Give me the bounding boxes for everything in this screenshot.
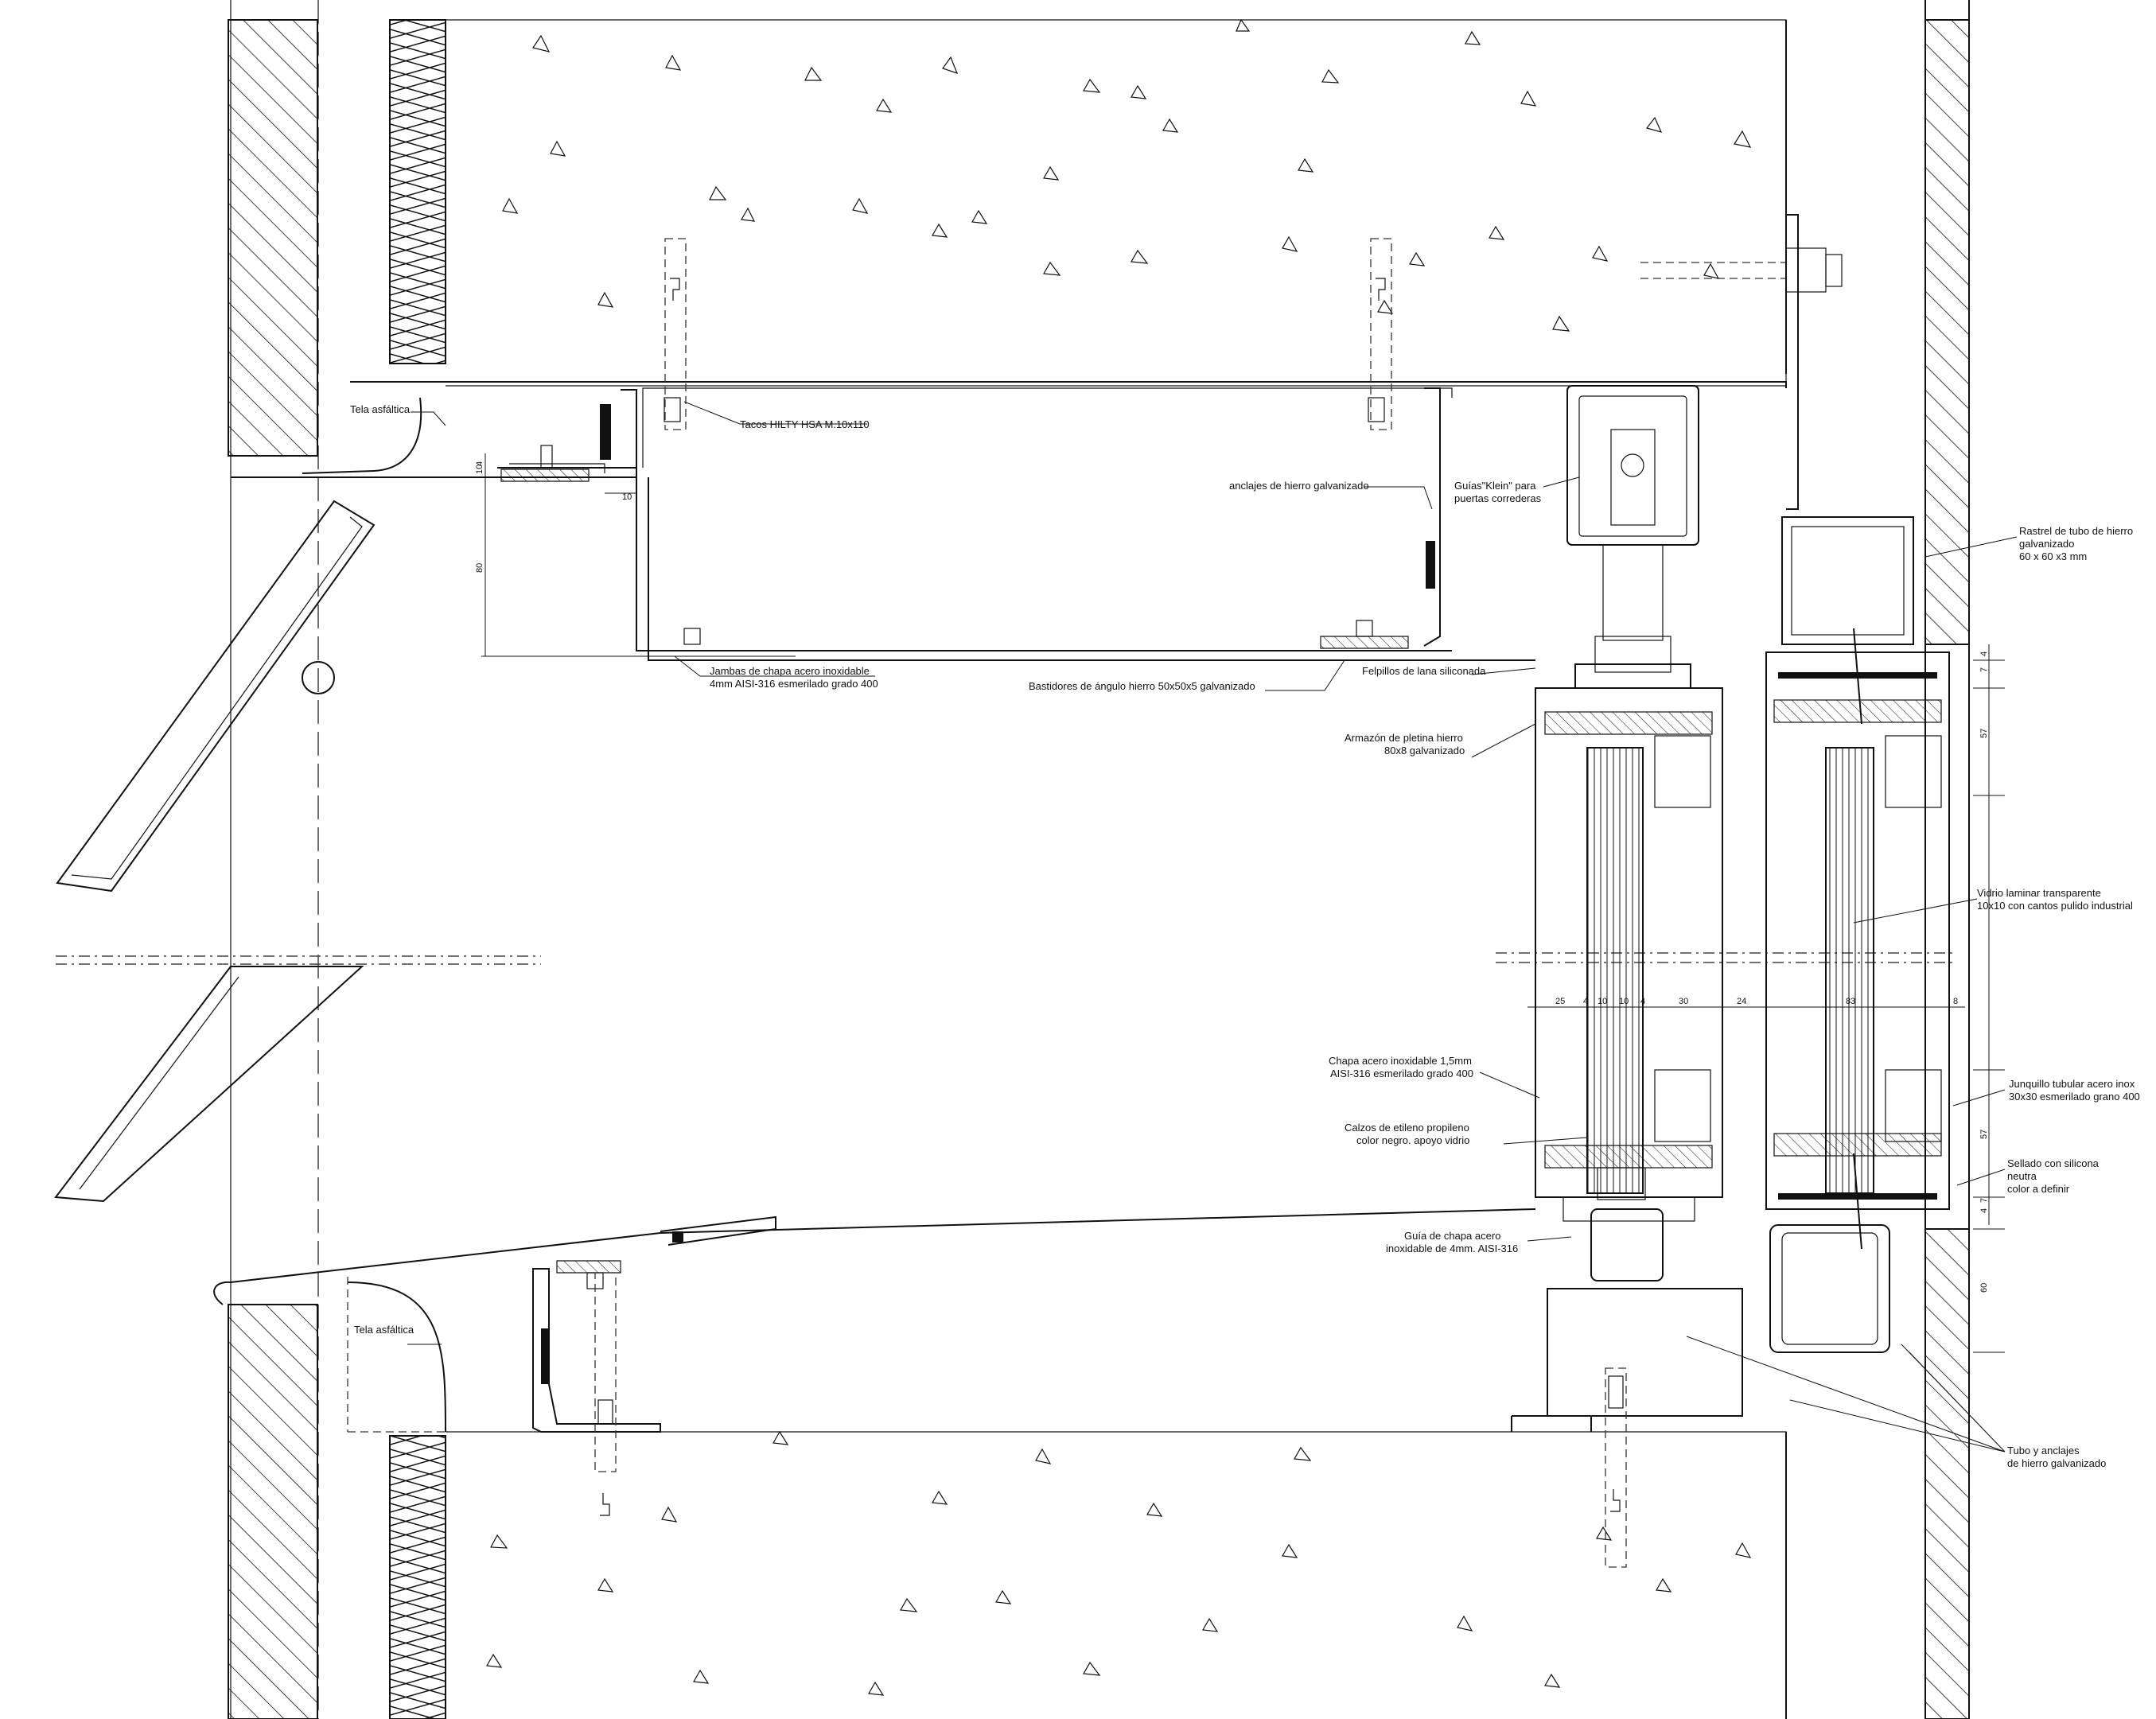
dim-4-right: 4 bbox=[1979, 651, 1989, 656]
label-vidrio-1: Vidrio laminar transparente bbox=[1977, 887, 2101, 899]
label-jambas-2: 4mm AISI-316 esmerilado grado 400 bbox=[710, 678, 878, 690]
label-rastrel-1: Rastrel de tubo de hierro bbox=[2019, 525, 2133, 537]
left-wall-lower bbox=[228, 1304, 446, 1719]
label-sellado-2: neutra bbox=[2007, 1170, 2037, 1182]
label-chapa-2: AISI-316 esmerilado grado 400 bbox=[1330, 1068, 1473, 1079]
label-junquillo-2: 30x30 esmerilado grano 400 bbox=[2009, 1091, 2140, 1103]
label-tubo-2: de hierro galvanizado bbox=[2007, 1457, 2106, 1469]
concrete-slab-top bbox=[446, 18, 1799, 510]
annotations: Tela asfáltica Tela asfáltica Tacos HILT… bbox=[350, 403, 2140, 1469]
rastrel-tube bbox=[1781, 516, 1914, 645]
label-armazon-2: 80x8 galvanizado bbox=[1384, 745, 1465, 756]
dim-10-a: 10 bbox=[1598, 997, 1607, 1006]
leader-lines bbox=[407, 401, 2018, 1453]
label-calzos-2: color negro. apoyo vidrio bbox=[1356, 1134, 1469, 1146]
label-armazon-1: Armazón de pletina hierro bbox=[1345, 732, 1463, 744]
label-bastidores: Bastidores de ángulo hierro 50x50x5 galv… bbox=[1029, 680, 1255, 692]
dim-80: 80 bbox=[475, 563, 485, 573]
label-anclajes: anclajes de hierro galvanizado bbox=[1229, 480, 1369, 492]
dim-7-bottom: 7 bbox=[1979, 1198, 1989, 1203]
dim-4-bottom: 4 bbox=[1979, 1208, 1989, 1213]
label-tubo-1: Tubo y anclajes bbox=[2007, 1445, 2080, 1456]
label-chapa-1: Chapa acero inoxidable 1,5mm bbox=[1329, 1055, 1472, 1067]
sliding-panel-left bbox=[1535, 687, 1723, 1281]
dim-60: 60 bbox=[1979, 1283, 1989, 1293]
left-wall-upper bbox=[228, 0, 446, 1719]
dim-57-bottom: 57 bbox=[1979, 1130, 1989, 1139]
top-jamb-assembly bbox=[231, 381, 1787, 661]
anchor-bolts-top bbox=[664, 238, 1843, 430]
label-guias-2: puertas correderas bbox=[1454, 492, 1542, 504]
dim-30: 30 bbox=[1679, 997, 1688, 1006]
right-wall bbox=[1924, 0, 1970, 1719]
label-junquillo-1: Junquillo tubular acero inox bbox=[2009, 1078, 2135, 1090]
label-calzos-1: Calzos de etileno propileno bbox=[1345, 1122, 1469, 1134]
sliding-track-top bbox=[1566, 385, 1699, 689]
label-sellado-1: Sellado con silicona bbox=[2007, 1157, 2100, 1169]
label-rastrel-2: galvanizado bbox=[2019, 538, 2074, 550]
sliding-panel-right bbox=[1765, 628, 1950, 1353]
dimension-text: 4 10 10 80 7 4 57 57 4 7 60 25 4 10 10 4… bbox=[475, 461, 1989, 1293]
dimension-lines bbox=[481, 453, 2005, 1353]
label-felpillos: Felpillos de lana siliconada bbox=[1362, 665, 1486, 677]
label-guia-chapa-1: Guía de chapa acero bbox=[1404, 1230, 1500, 1242]
label-sellado-3: color a definir bbox=[2007, 1183, 2070, 1195]
label-vidrio-2: 10x10 con cantos pulido industrial bbox=[1977, 900, 2133, 912]
dim-10-b: 10 bbox=[1619, 997, 1629, 1006]
label-tela-asfaltica-bottom: Tela asfáltica bbox=[354, 1324, 414, 1336]
label-tacos: Tacos HILTY HSA M.10x110 bbox=[740, 418, 870, 430]
dim-57-top: 57 bbox=[1979, 729, 1989, 738]
dim-25: 25 bbox=[1555, 997, 1565, 1006]
dim-8: 8 bbox=[1953, 997, 1958, 1006]
break-line bbox=[56, 952, 1957, 965]
swing-door-leaf-lower bbox=[54, 966, 364, 1203]
dim-10-horiz: 10 bbox=[622, 492, 632, 502]
label-tela-asfaltica-top: Tela asfáltica bbox=[350, 403, 411, 415]
label-guias-1: Guías"Klein" para bbox=[1454, 480, 1536, 492]
swing-door-leaf-upper bbox=[56, 500, 376, 893]
bottom-sill-assembly bbox=[213, 1208, 1743, 1433]
dim-4-a: 4 bbox=[1583, 997, 1588, 1006]
label-rastrel-3: 60 x 60 x3 mm bbox=[2019, 550, 2087, 562]
anchor-bolts-bottom bbox=[594, 1272, 1627, 1568]
dim-4: 4 bbox=[475, 461, 485, 466]
concrete-slab-bottom bbox=[446, 1430, 1787, 1719]
dim-4-b: 4 bbox=[1640, 997, 1645, 1006]
dim-10-vert: 10 bbox=[475, 465, 485, 474]
dim-24: 24 bbox=[1737, 997, 1746, 1006]
label-jambas-1: Jambas de chapa acero inoxidable bbox=[710, 665, 870, 677]
dim-83: 83 bbox=[1846, 997, 1855, 1006]
label-guia-chapa-2: inoxidable de 4mm. AISI-316 bbox=[1386, 1243, 1518, 1254]
dim-7: 7 bbox=[1979, 667, 1989, 672]
